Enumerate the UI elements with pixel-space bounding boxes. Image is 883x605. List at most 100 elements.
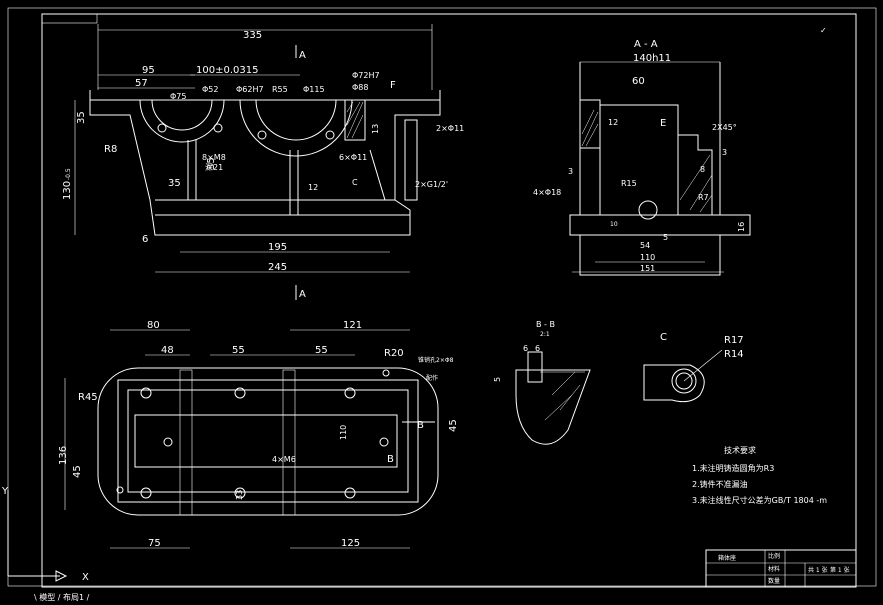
- dim-121: 121: [343, 320, 362, 331]
- dim-13: 13: [371, 124, 380, 134]
- section-b-title: B - B: [536, 320, 555, 329]
- dim-195: 195: [268, 242, 287, 253]
- dim-5: 5: [663, 233, 668, 242]
- dim-r8: R8: [104, 144, 117, 155]
- dim-depth21: 深21: [205, 163, 223, 172]
- dim-100: 100±0.0315: [196, 65, 258, 76]
- dim-55a: 55: [232, 345, 245, 356]
- dim-16: 16: [737, 222, 746, 232]
- dim-6b: 6: [535, 344, 540, 353]
- title-cell-sheets: 共 1 张: [808, 566, 828, 574]
- note-3: 3.未注线性尺寸公差为GB/T 1804 -m: [692, 495, 827, 505]
- label-c: C: [352, 178, 358, 187]
- dim-35-lower: 35: [168, 178, 181, 189]
- ucs-x-label: X: [82, 572, 89, 583]
- dim-125: 125: [341, 538, 360, 549]
- dim-3-right: 3: [722, 148, 727, 157]
- title-cell-qty: 数量: [768, 577, 780, 585]
- dim-110-side: 110: [640, 253, 655, 262]
- dim-phi75: Φ75: [170, 92, 186, 101]
- dim-12: 12: [308, 183, 318, 192]
- dim-54: 54: [640, 241, 650, 250]
- plan-view: 80 121 48 55 55 R20 锥销孔2×Φ8 配作 R45 45 11…: [58, 320, 459, 549]
- dim-phi88: Φ88: [352, 83, 368, 92]
- note-1: 1.未注明铸造圆角为R3: [692, 463, 774, 473]
- dim-33: 33: [235, 490, 244, 500]
- dim-75: 75: [148, 538, 161, 549]
- dim-pin-holes: 锥销孔2×Φ8: [418, 356, 454, 364]
- dim-140h11: 140h11: [633, 53, 671, 64]
- ucs-icon: X Y: [1, 486, 89, 583]
- dim-m8: 8×M8: [202, 153, 226, 162]
- title-block: 箱体座 比例 材料 数量 共 1 张 第 1 张: [705, 549, 857, 588]
- dim-8: 8: [700, 165, 705, 174]
- dim-130-tol: -0.5: [65, 168, 72, 180]
- dim-phi72: Φ72H7: [352, 71, 380, 80]
- dim-45-left: 45: [72, 465, 83, 478]
- ucs-y-label: Y: [1, 486, 9, 497]
- technical-notes: 技术要求 1.未注明铸造圆角为R3 2.铸件不准漏油 3.未注线性尺寸公差为GB…: [692, 445, 827, 505]
- dim-151: 151: [640, 264, 655, 273]
- dim-r15: R15: [621, 179, 637, 188]
- dim-pin-note: 配作: [426, 374, 438, 382]
- section-b-label-2: B: [387, 454, 394, 465]
- side-view-a-a: A - A 140h11 60 12 E 2X45° 3 3 8 R15 4×Φ…: [533, 39, 751, 276]
- dim-r55: R55: [272, 85, 288, 94]
- dim-r45: R45: [78, 392, 98, 403]
- corner-mark: [41, 13, 98, 24]
- dim-r17: R17: [724, 335, 744, 346]
- dim-335: 335: [243, 30, 262, 41]
- dim-95: 95: [142, 65, 155, 76]
- notes-title: 技术要求: [724, 445, 756, 455]
- dim-phi52: Φ52: [202, 85, 218, 94]
- dim-35-mid: 35: [206, 157, 217, 170]
- dim-g12: 2×G1/2': [415, 180, 448, 189]
- dim-12-side: 12: [608, 118, 618, 127]
- dim-60: 60: [632, 76, 645, 87]
- detail-c-title: C: [660, 332, 667, 343]
- dim-48: 48: [161, 345, 174, 356]
- dim-136: 136: [58, 446, 69, 465]
- dim-r7: R7: [698, 193, 709, 202]
- note-2: 2.铸件不准漏油: [692, 479, 748, 489]
- sheet-border: [7, 7, 877, 587]
- dim-130: 130: [62, 181, 73, 200]
- dim-45-right: 45: [448, 419, 459, 432]
- section-b-b: B - B 2:1 6 6 5: [493, 320, 591, 445]
- dim-55b: 55: [315, 345, 328, 356]
- view-title-a-a: A - A: [634, 39, 658, 50]
- dim-6-holes: 6×Φ11: [339, 153, 367, 162]
- dim-6: 6: [142, 234, 148, 245]
- dim-3-left: 3: [568, 167, 573, 176]
- dim-80: 80: [147, 320, 160, 331]
- dim-chamfer: 2X45°: [712, 123, 737, 132]
- section-a-bottom: A: [299, 289, 306, 300]
- label-f: F: [390, 80, 396, 91]
- section-a-top: A: [299, 50, 306, 61]
- title-cell-material: 材料: [768, 565, 780, 573]
- title-block-name: 箱体座: [718, 554, 736, 562]
- dim-6a: 6: [523, 344, 528, 353]
- dim-110-plan: 110: [339, 425, 348, 440]
- dim-57: 57: [135, 78, 148, 89]
- dim-2-holes: 2×Φ11: [436, 124, 464, 133]
- label-e: E: [660, 118, 666, 129]
- layout-tabs[interactable]: \ 模型 / 布局1 /: [34, 592, 90, 602]
- dim-35-left: 35: [76, 111, 87, 124]
- front-view: 335 A A 95 57 100±0.0315 Φ75 Φ52 Φ62H7 R…: [62, 24, 464, 300]
- section-b-label-1: B: [417, 420, 424, 431]
- section-b-scale: 2:1: [540, 331, 550, 338]
- dim-r14: R14: [724, 349, 744, 360]
- dim-phi115: Φ115: [303, 85, 325, 94]
- dim-5-b: 5: [493, 377, 502, 382]
- drawing-frame: [41, 13, 857, 588]
- title-cell-scale: 比例: [768, 552, 780, 560]
- title-cell-sheet-no: 第 1 张: [830, 566, 850, 574]
- dim-phi62: Φ62H7: [236, 85, 264, 94]
- dim-245: 245: [268, 262, 287, 273]
- dim-r20: R20: [384, 348, 404, 359]
- detail-c: C R17 R14: [643, 332, 744, 403]
- dim-4m6: 4×M6: [272, 455, 296, 464]
